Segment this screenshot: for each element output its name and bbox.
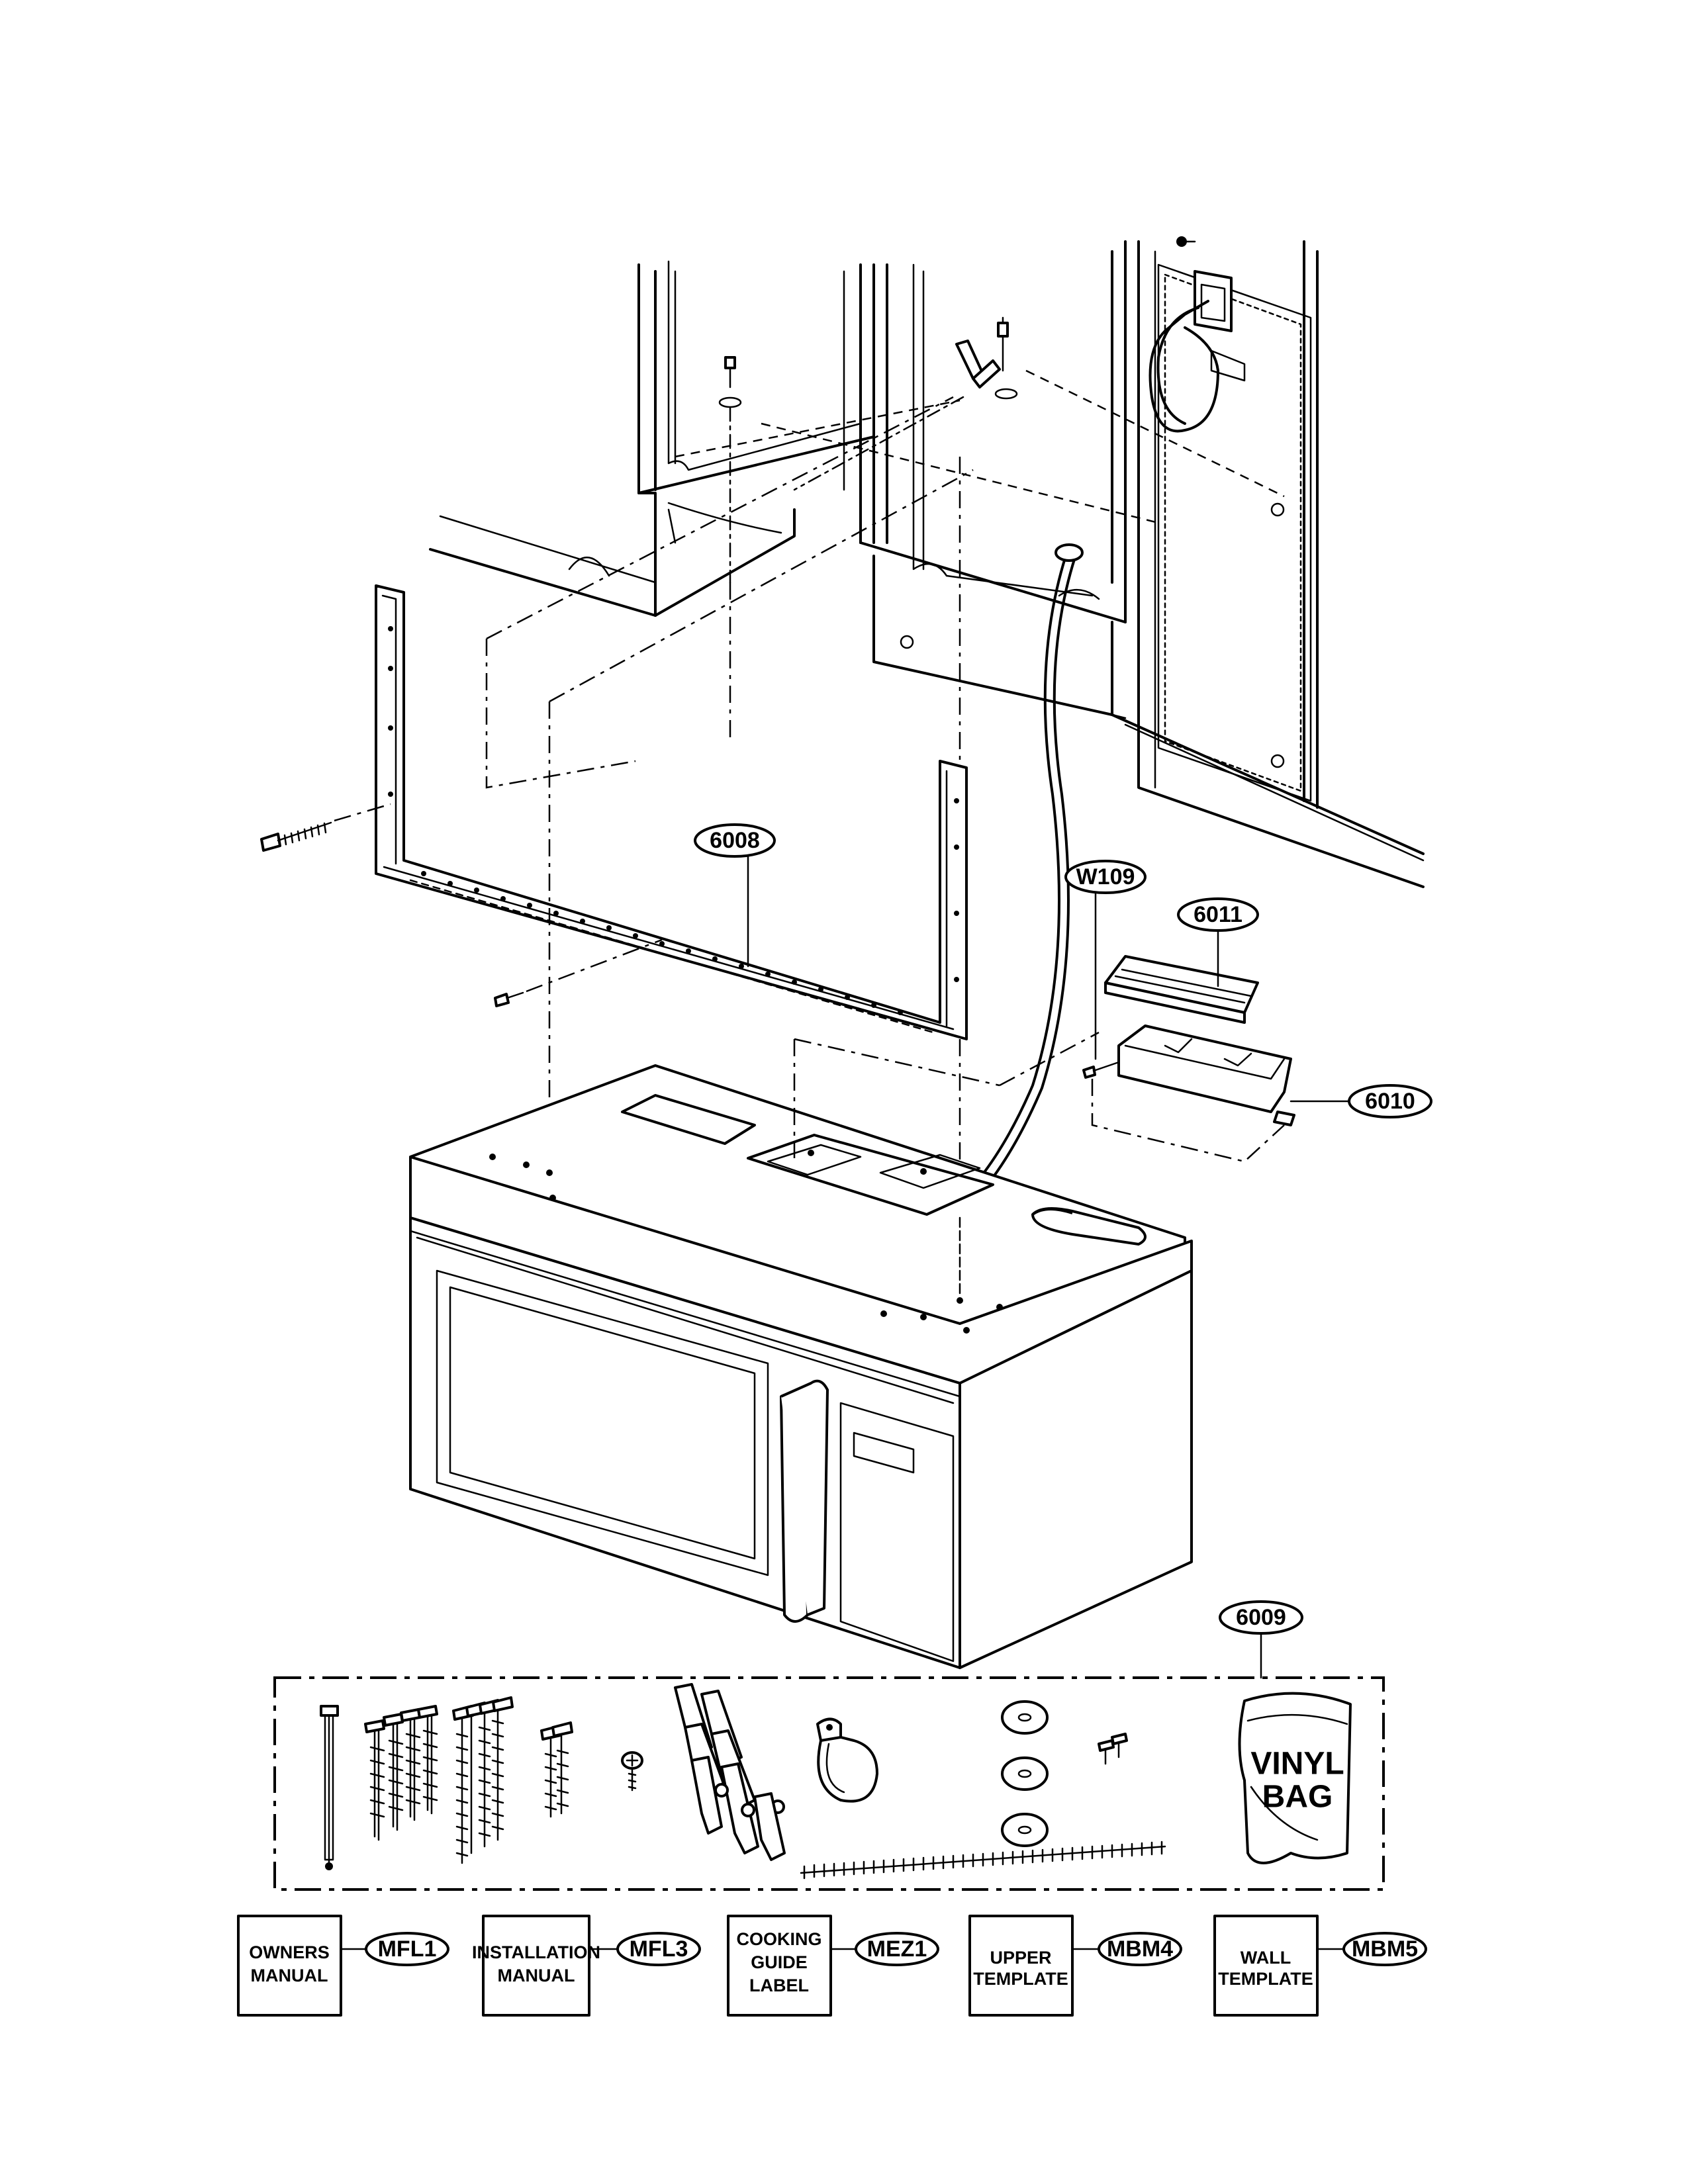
callout-w109-label: W109	[1076, 864, 1135, 889]
wall-template: WALL TEMPLATE MBM5	[1213, 1915, 1427, 2017]
long-bolts	[452, 1696, 514, 1864]
washers	[1001, 1700, 1049, 1847]
upper-cabinets	[429, 240, 1425, 888]
wall-template-line1: WALL	[1241, 1948, 1291, 1968]
owners-manual-code: MFL1	[378, 1936, 437, 1962]
damper-cover	[1104, 955, 1259, 1024]
wall-plate	[375, 584, 968, 1040]
lag-screw	[260, 803, 391, 852]
callout-6009-label: 6009	[1236, 1605, 1286, 1630]
wood-screws	[364, 1705, 438, 1841]
cooking-guide-line1: COOKING	[736, 1929, 821, 1949]
parts-kit-box: VINYL BAG	[273, 1676, 1385, 1891]
owners-manual: OWNERS MANUAL MFL1	[237, 1915, 449, 2017]
spring-strip	[800, 1841, 1166, 1880]
wall-template-code: MBM5	[1352, 1936, 1418, 1962]
vinyl-bag: VINYL BAG	[1238, 1692, 1352, 1864]
cooking-guide-line2: GUIDE	[751, 1952, 808, 1972]
wall-plate-holes	[388, 626, 959, 1015]
cooking-guide-code: MEZ1	[867, 1936, 927, 1962]
cord-clamp	[816, 1717, 878, 1803]
small-screw	[621, 1751, 643, 1792]
power-cord	[939, 543, 1084, 1226]
owners-manual-line2: MANUAL	[251, 1966, 328, 1985]
callout-w109: W109	[1064, 860, 1147, 1060]
wall-template-line2: TEMPLATE	[1218, 1969, 1313, 1989]
toggle-wings	[674, 1683, 786, 1861]
cabinet-screws	[718, 316, 1018, 584]
tiny-screws	[1098, 1733, 1128, 1765]
installation-manual-line1: INSTALLATION	[472, 1942, 600, 1962]
wall-outlet	[1149, 236, 1246, 433]
callout-6010-label: 6010	[1365, 1089, 1415, 1114]
short-bolts	[540, 1721, 573, 1818]
owners-manual-line1: OWNERS	[249, 1942, 330, 1962]
cooking-guide-label: COOKING GUIDE LABEL MEZ1	[727, 1915, 939, 2017]
microwave-oven	[409, 1031, 1193, 1669]
cooking-guide-line3: LABEL	[749, 1976, 809, 1995]
callout-6010: 6010	[1289, 1084, 1432, 1118]
vinyl-bag-line1: VINYL	[1250, 1747, 1344, 1782]
upper-template-line1: UPPER	[990, 1948, 1051, 1968]
installation-manual-line2: MANUAL	[498, 1966, 575, 1985]
damper-box	[1082, 1024, 1295, 1163]
callout-6008: 6008	[694, 823, 776, 968]
toggle-bolt	[320, 1705, 339, 1870]
alignment-lines	[485, 369, 1285, 1224]
callout-6009: 6009	[1219, 1600, 1303, 1679]
upper-template-line2: TEMPLATE	[973, 1969, 1068, 1989]
plate-screw	[494, 938, 663, 1007]
installation-manual-code: MFL3	[630, 1936, 688, 1962]
upper-template-code: MBM4	[1107, 1936, 1173, 1962]
callout-6011: 6011	[1177, 897, 1259, 987]
upper-template: UPPER TEMPLATE MBM4	[968, 1915, 1182, 2017]
callout-6011-label: 6011	[1194, 902, 1243, 927]
callout-6008-label: 6008	[710, 828, 760, 853]
installation-manual: INSTALLATION MANUAL MFL3	[472, 1915, 701, 2017]
vinyl-bag-line2: BAG	[1262, 1780, 1333, 1815]
